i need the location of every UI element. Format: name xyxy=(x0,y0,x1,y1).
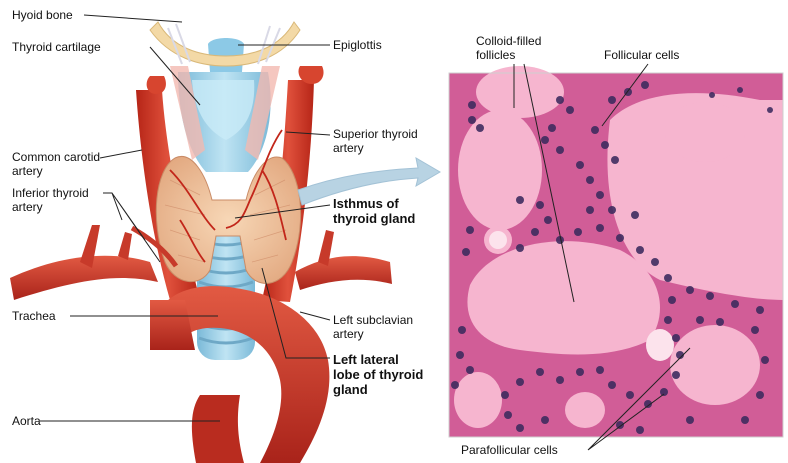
label-inferior-thyroid-artery: Inferior thyroid artery xyxy=(12,186,89,214)
label-hyoid-bone: Hyoid bone xyxy=(12,8,73,22)
label-superior-thyroid-line-2: artery xyxy=(333,141,418,155)
label-common-carotid-artery: Common carotid artery xyxy=(12,150,100,178)
label-colloid-line-2: follicles xyxy=(476,48,541,62)
label-inferior-thyroid-line-1: Inferior thyroid xyxy=(12,186,89,200)
label-superior-thyroid-line-1: Superior thyroid xyxy=(333,127,418,141)
label-colloid-line-1: Colloid-filled xyxy=(476,34,541,48)
label-superior-thyroid-artery: Superior thyroid artery xyxy=(333,127,418,155)
label-left-lobe-line-2: lobe of thyroid xyxy=(333,367,423,382)
label-colloid-filled-follicles: Colloid-filled follicles xyxy=(476,34,541,62)
label-isthmus-line-2: thyroid gland xyxy=(333,211,415,226)
label-left-subclavian-artery: Left subclavian artery xyxy=(333,313,413,341)
label-follicular-cells: Follicular cells xyxy=(604,48,679,62)
label-isthmus: Isthmus of thyroid gland xyxy=(333,196,415,226)
label-left-subclavian-line-1: Left subclavian xyxy=(333,313,413,327)
label-left-lobe-line-3: gland xyxy=(333,382,423,397)
label-trachea: Trachea xyxy=(12,309,56,323)
label-aorta: Aorta xyxy=(12,414,41,428)
label-common-carotid-line-2: artery xyxy=(12,164,100,178)
label-left-lateral-lobe: Left lateral lobe of thyroid gland xyxy=(333,352,423,397)
label-left-subclavian-line-2: artery xyxy=(333,327,413,341)
label-epiglottis: Epiglottis xyxy=(333,38,382,52)
label-common-carotid-line-1: Common carotid xyxy=(12,150,100,164)
label-left-lobe-line-1: Left lateral xyxy=(333,352,423,367)
label-thyroid-cartilage: Thyroid cartilage xyxy=(12,40,101,54)
label-inferior-thyroid-line-2: artery xyxy=(12,200,89,214)
label-parafollicular-cells: Parafollicular cells xyxy=(461,443,558,457)
label-isthmus-line-1: Isthmus of xyxy=(333,196,415,211)
